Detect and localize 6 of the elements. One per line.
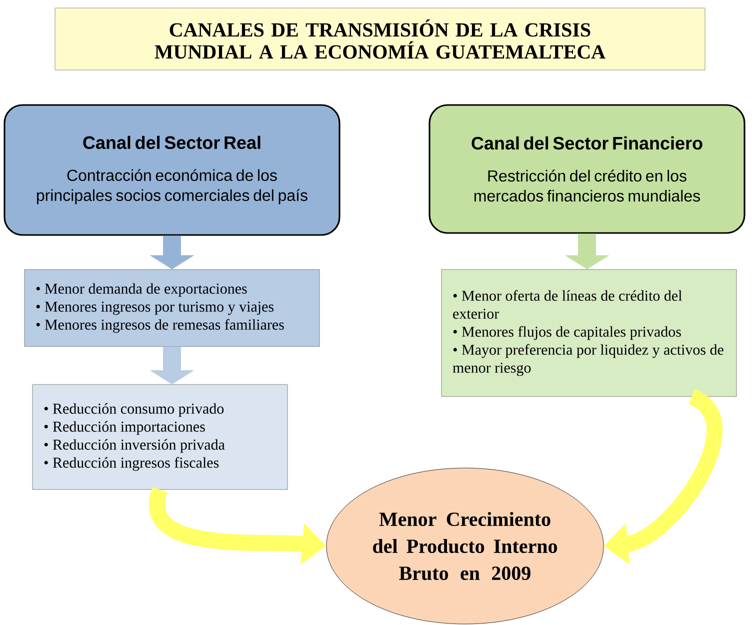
channel-box: Canal del Sector Real Contracción económica de los principales socios comerciales del país: [4, 104, 340, 236]
title-banner: CANALES DE TRANSMISIÓN DE LA CRISIS MUNDIAL A LA ECONOMÍA GUATEMALTECA: [54, 8, 706, 70]
channel-box: Canal del Sector Financiero Restricción del crédito en los mercados financieros mundiales: [428, 104, 746, 234]
list-box: • Reducción consumo privado • Reducción importaciones • Reducción inversión privada • Reducción ingresos fiscales: [32, 384, 288, 490]
list-box: • Menor demanda de exportaciones • Menores ingresos por turismo y viajes • Menores ingresos de remesas familiares: [24, 269, 320, 347]
list-box: • Menor oferta de líneas de crédito del exterior • Menores flujos de capitales privados • Mayor preferencia por liquidez y activos de menor riesgo: [441, 269, 737, 397]
